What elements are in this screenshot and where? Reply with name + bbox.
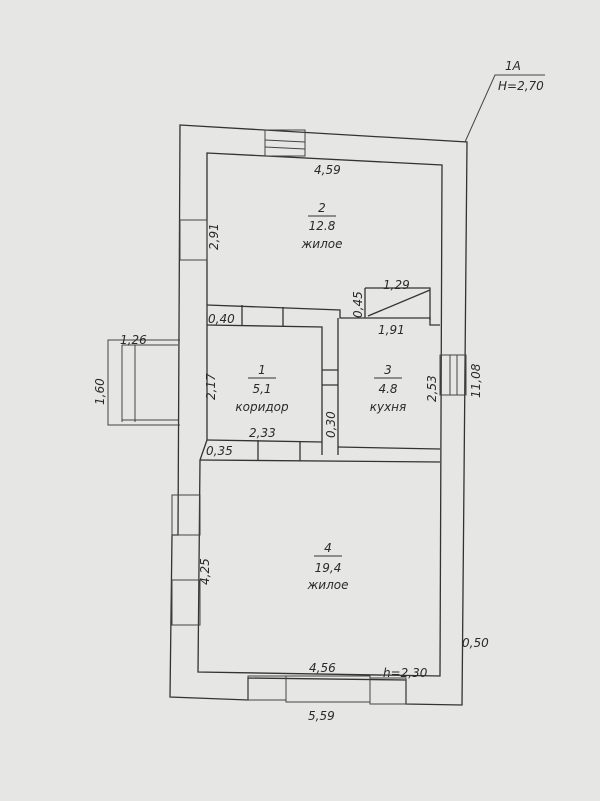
svg-text:0,30: 0,30: [324, 411, 338, 438]
porch: [107, 339, 180, 426]
svg-text:5,59: 5,59: [308, 709, 335, 723]
interior-walls: [199, 287, 441, 463]
room-3: 3 4.8 кухня: [370, 363, 407, 414]
window-top: [264, 129, 306, 157]
svg-text:4,25: 4,25: [198, 558, 212, 585]
window-room4-left2: [171, 579, 201, 626]
svg-text:1: 1: [258, 363, 266, 377]
svg-text:3: 3: [384, 363, 392, 377]
label-height: H=2,70: [498, 79, 544, 93]
svg-text:2,91: 2,91: [207, 223, 221, 250]
svg-text:жилое: жилое: [300, 237, 342, 251]
window-room4-left: [171, 494, 201, 536]
svg-text:19,4: 19,4: [315, 561, 342, 575]
svg-text:0,45: 0,45: [351, 291, 365, 318]
window-kitchen: [439, 354, 467, 396]
svg-text:h=2,30: h=2,30: [383, 666, 428, 680]
room-2: 2 12.8 жилое: [300, 201, 342, 251]
room-1: 1 5,1 коридор: [235, 363, 289, 414]
svg-text:кухня: кухня: [370, 400, 407, 414]
room-4: 4 19,4 жилое: [306, 541, 348, 592]
svg-text:0,50: 0,50: [462, 636, 489, 650]
leader-line: [464, 74, 545, 143]
svg-text:1,29: 1,29: [383, 278, 410, 292]
svg-text:2,53: 2,53: [425, 375, 439, 402]
wall-segment-bottom: [285, 675, 371, 703]
windows: [171, 129, 467, 705]
window-room2: [179, 219, 208, 261]
svg-text:жилое: жилое: [306, 578, 348, 592]
svg-text:0,40: 0,40: [208, 312, 235, 326]
svg-text:11,08: 11,08: [469, 363, 483, 398]
svg-text:коридор: коридор: [235, 400, 289, 414]
svg-text:4,56: 4,56: [309, 661, 336, 675]
svg-text:2,33: 2,33: [249, 426, 276, 440]
svg-text:1,60: 1,60: [93, 378, 107, 405]
svg-text:0,35: 0,35: [206, 444, 233, 458]
svg-text:4: 4: [324, 541, 332, 555]
svg-text:12.8: 12.8: [309, 219, 336, 233]
svg-text:1,91: 1,91: [378, 323, 405, 337]
svg-text:2,17: 2,17: [204, 373, 218, 400]
svg-text:4.8: 4.8: [378, 382, 397, 396]
dimensions: 4,59 2,91 1,29 0,45 1,91 0,40 1,26 1,60 …: [93, 163, 489, 723]
svg-text:1,26: 1,26: [120, 333, 147, 347]
svg-text:5,1: 5,1: [252, 382, 271, 396]
svg-text:2: 2: [318, 201, 326, 215]
svg-text:4,59: 4,59: [314, 163, 341, 177]
label-id: 1A: [505, 59, 521, 73]
